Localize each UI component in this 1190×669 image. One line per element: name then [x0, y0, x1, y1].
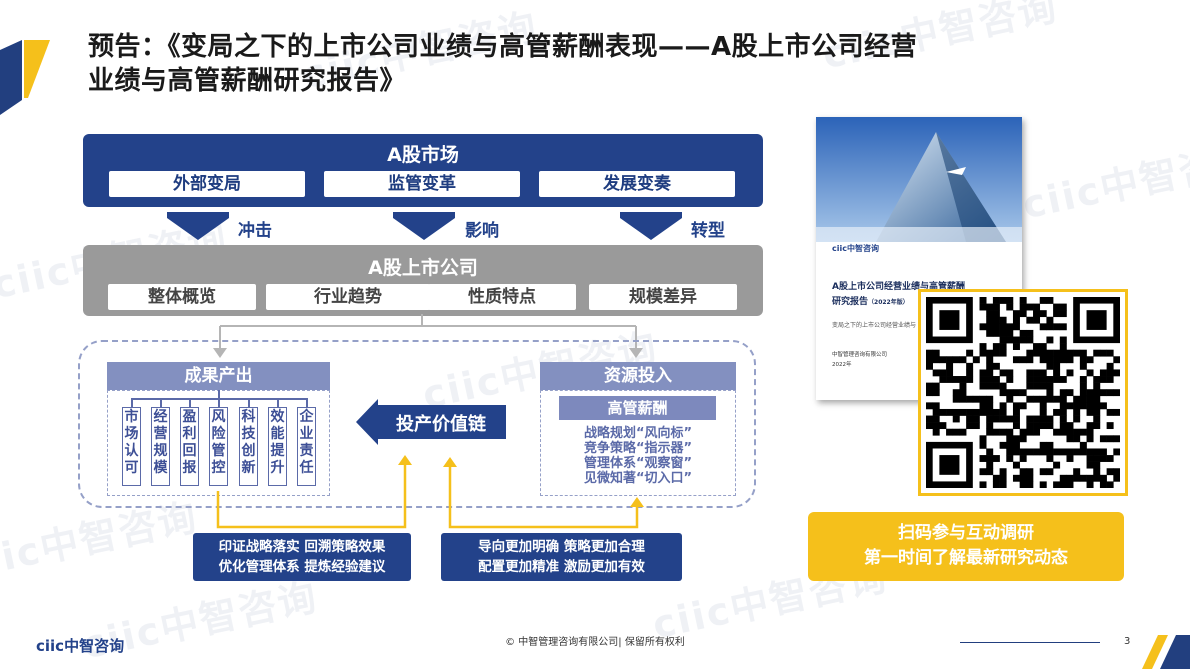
cover-title-text: 研究报告	[832, 297, 869, 307]
output-column-responsibility: 企业责任	[297, 407, 316, 486]
left-arrow-icon	[356, 399, 506, 445]
output-tree-line	[160, 398, 162, 407]
output-tree-line	[131, 398, 308, 400]
output-tree-line	[277, 398, 279, 407]
connector-lines	[213, 314, 643, 358]
cover-logo: ciic中智咨询	[832, 244, 879, 253]
resource-header: 资源投入	[540, 362, 736, 390]
resource-list: 战略规划“风向标” 竞争策略“指示器” 管理体系“观察窗” 见微知著“切入口”	[545, 426, 731, 486]
title-line-2: 业绩与高管薪酬研究报告》	[88, 66, 407, 96]
down-arrow-icon	[620, 212, 682, 240]
output-column-tech: 科技创新	[239, 407, 258, 486]
title-line-1: 预告：《变局之下的上市公司业绩与高管薪酬表现——A股上市公司经营	[88, 32, 918, 62]
resource-item: 战略规划“风向标”	[583, 426, 693, 441]
resource-item: 见微知著“切入口”	[583, 471, 693, 486]
footer-copyright: © 中智管理咨询有限公司| 保留所有权利	[505, 637, 685, 648]
guidance-line: 配置更加精准 激励更加有效	[478, 559, 645, 575]
survey-call-to-action[interactable]: 扫码参与互动调研 第一时间了解最新研究动态	[808, 512, 1124, 581]
output-column-scale: 经营规模	[151, 407, 170, 486]
companies-item-industry: 行业趋势	[266, 284, 430, 310]
cover-edition: （2022年版）	[868, 299, 909, 306]
companies-box: A股上市公司 整体概览 行业趋势 性质特点 规模差异	[83, 245, 763, 316]
down-arrow-icon	[393, 212, 455, 240]
down-arrow-icon	[167, 212, 229, 240]
output-column-risk: 风险管控	[209, 407, 228, 486]
market-box: A股市场 外部变局 监管变革 发展变奏	[83, 134, 763, 207]
output-tree-line	[218, 390, 220, 399]
resource-panel	[540, 390, 736, 496]
output-column-profit: 盈利回报	[180, 407, 199, 486]
output-tree-line	[218, 398, 220, 407]
cover-year: 2022年	[832, 362, 852, 368]
resource-item: 竞争策略“指示器”	[583, 441, 693, 456]
cover-org: 中智管理咨询有限公司	[832, 352, 888, 358]
output-header: 成果产出	[107, 362, 330, 390]
market-item-regulation: 监管变革	[324, 171, 520, 197]
output-tree-line	[189, 398, 191, 407]
market-item-external: 外部变局	[109, 171, 305, 197]
feedback-lines	[216, 455, 644, 529]
page-title: 预告：《变局之下的上市公司业绩与高管薪酬表现——A股上市公司经营 业绩与高管薪酬…	[88, 30, 1068, 98]
watermark: ciic中智咨询	[1018, 134, 1190, 228]
corner-decoration	[1142, 635, 1190, 669]
footer-rule	[960, 642, 1100, 643]
output-tree-line	[248, 398, 250, 407]
companies-item-scale: 规模差异	[589, 284, 737, 310]
resource-item: 管理体系“观察窗”	[583, 456, 693, 471]
guidance-box: 导向更加明确 策略更加合理 配置更加精准 激励更加有效	[441, 533, 682, 581]
corner-decoration	[0, 40, 50, 115]
cta-line-2: 第一时间了解最新研究动态	[864, 548, 1068, 568]
cover-title-line-2: 研究报告（2022年版）	[832, 294, 909, 307]
footer-logo: ciic中智咨询	[36, 637, 125, 655]
resource-subheader: 高管薪酬	[559, 396, 716, 420]
value-chain-label: 投产价值链	[396, 414, 486, 435]
arrow-label-influence: 影响	[465, 221, 499, 241]
output-column-market: 市场认可	[122, 407, 141, 486]
evaluation-line: 优化管理体系 提炼经验建议	[218, 559, 386, 575]
evaluation-box: 印证战略落实 回溯策略效果 优化管理体系 提炼经验建议	[193, 533, 411, 581]
guidance-line: 导向更加明确 策略更加合理	[478, 539, 645, 555]
cover-title-line-1: A股上市公司经营业绩与高管薪酬	[832, 282, 965, 292]
arrow-label-transform: 转型	[691, 221, 725, 241]
qr-code[interactable]	[918, 289, 1128, 496]
building-photo	[816, 117, 1022, 242]
cover-subtitle: 变局之下的上市公司经营业绩与	[832, 322, 917, 329]
market-title: A股市场	[387, 144, 459, 166]
evaluation-line: 印证战略落实 回溯策略效果	[218, 539, 386, 555]
arrow-label-impact: 冲击	[238, 221, 272, 241]
output-tree-line	[306, 398, 308, 407]
page-number: 3	[1124, 636, 1131, 647]
companies-title: A股上市公司	[368, 257, 478, 279]
value-chain-container	[78, 340, 756, 508]
companies-item-overview: 整体概览	[108, 284, 256, 310]
market-item-development: 发展变奏	[539, 171, 735, 197]
qr-code-pattern	[926, 297, 1120, 488]
cta-line-1: 扫码参与互动调研	[898, 523, 1034, 543]
output-column-efficiency: 效能提升	[268, 407, 287, 486]
companies-item-nature: 性质特点	[428, 284, 576, 310]
output-tree-line	[131, 398, 133, 407]
